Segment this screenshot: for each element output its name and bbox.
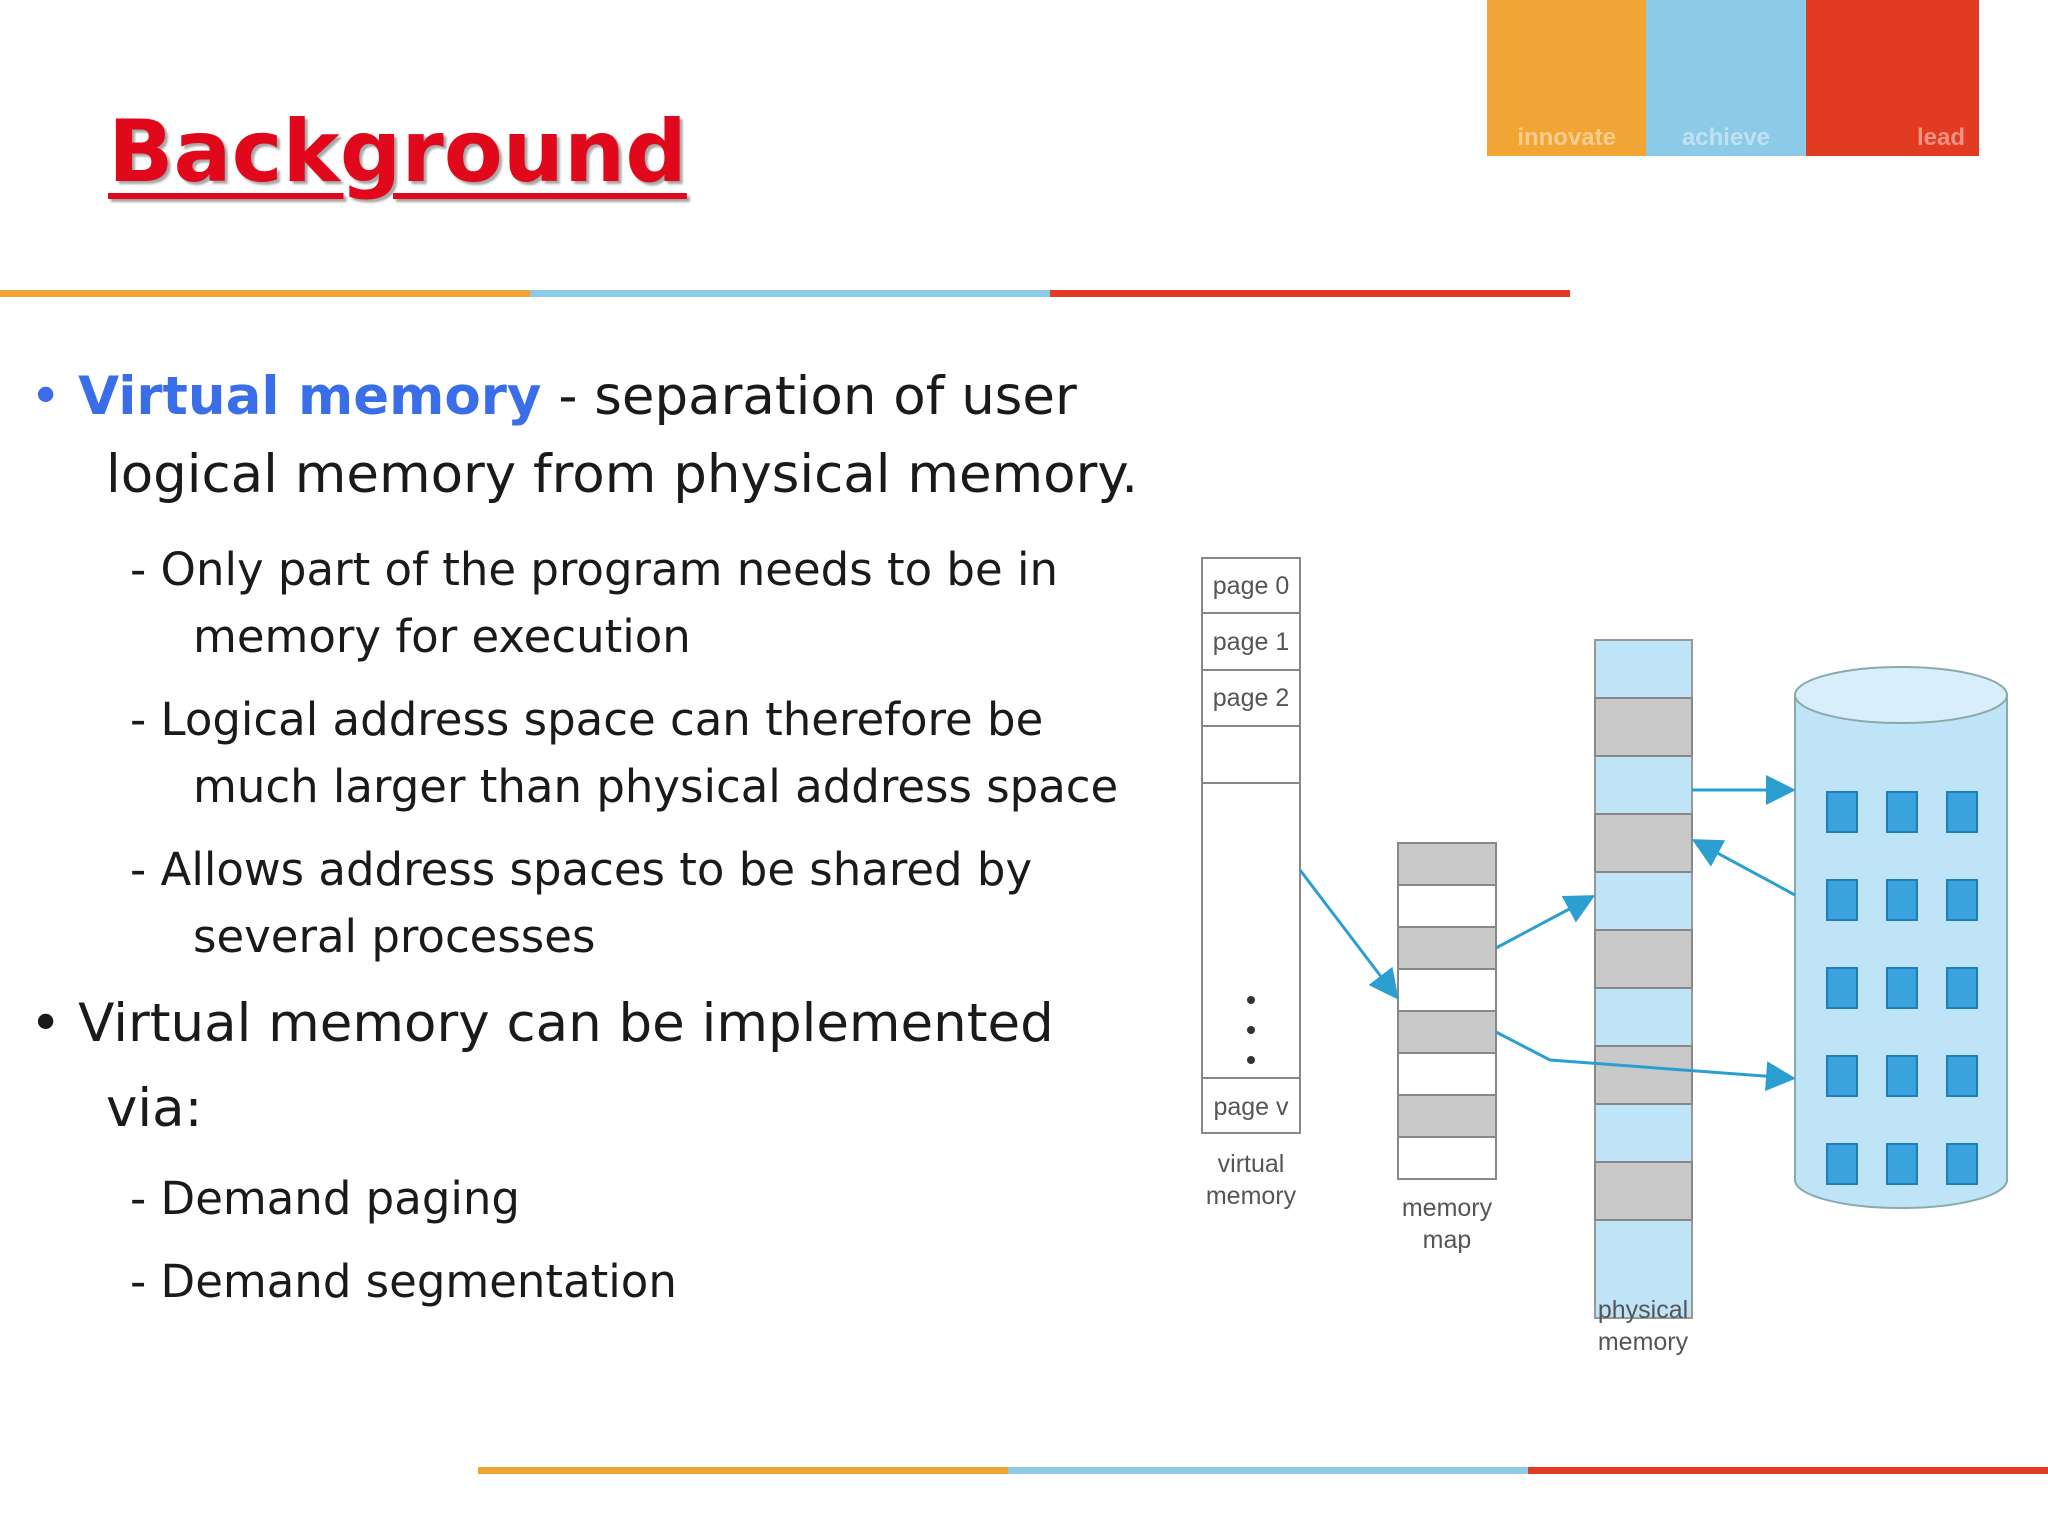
sub-item-4-line-1: Demand paging: [160, 1172, 520, 1225]
sub-item-1: - Only part of the program needs to be i…: [130, 536, 1058, 603]
bullet-dot: •: [30, 366, 62, 427]
bottom-divider-red: [1528, 1467, 2048, 1474]
bullet-2-text: Virtual memory can be implemented: [78, 993, 1054, 1054]
logo-word-achieve: achieve: [1681, 124, 1771, 151]
sub-item-5: - Demand segmentation: [130, 1248, 677, 1315]
bullet-1-highlight: Virtual memory: [78, 366, 542, 427]
sub-item-2-line-2: much larger than physical address space: [193, 760, 1119, 813]
virtual-memory-diagram: page 0 page 1 page 2 page v virtual memo…: [1190, 540, 2030, 1430]
sub-item-3: - Allows address spaces to be shared by: [130, 836, 1032, 903]
slide-title: Background: [108, 102, 687, 202]
physical-memory-label-1: physical: [1598, 1296, 1688, 1324]
sub-item-3-line-1: Allows address spaces to be shared by: [160, 843, 1033, 896]
bullet-1-line-1: • Virtual memory - separation of user: [30, 358, 1077, 436]
physical-memory-label-2: memory: [1598, 1328, 1689, 1356]
logo-block-red: lead: [1805, 0, 1979, 156]
virtual-memory-column: page 0 page 1 page 2 page v virtual memo…: [1201, 557, 1301, 1210]
bullet-1-text: - separation of user: [541, 366, 1077, 427]
page-1-label: page 1: [1213, 628, 1289, 656]
sub-item-1-line-1: Only part of the program needs to be in: [160, 543, 1058, 596]
page-v-label: page v: [1213, 1093, 1289, 1121]
divider-blue: [530, 290, 1050, 297]
bottom-divider-blue: [1008, 1467, 1528, 1474]
bottom-divider-orange: [478, 1467, 1008, 1474]
disk-storage-icon: [1794, 666, 2008, 1209]
brand-logo: innovate achieve lead: [1487, 0, 1979, 156]
diagram-svg: page 0 page 1 page 2 page v virtual memo…: [1201, 557, 2008, 1356]
physical-memory-column: physical memory: [1594, 639, 1693, 1356]
memory-map-label-1: memory: [1402, 1194, 1493, 1222]
bullet-dot: •: [30, 993, 62, 1054]
sub-item-2-line-1: Logical address space can therefore be: [160, 693, 1044, 746]
page-0-label: page 0: [1213, 572, 1289, 600]
divider-red: [1050, 290, 1570, 297]
memory-map-label-2: map: [1423, 1226, 1472, 1254]
bullet-2-line-2: via:: [106, 1078, 203, 1139]
logo-word-innovate: innovate: [1517, 124, 1616, 151]
sub-item-2: - Logical address space can therefore be: [130, 686, 1043, 753]
sub-dash: -: [130, 543, 161, 596]
logo-block-blue: achieve: [1646, 0, 1806, 156]
page-2-label: page 2: [1213, 684, 1289, 712]
sub-dash: -: [130, 1172, 161, 1225]
virtual-memory-label-2: memory: [1206, 1182, 1297, 1210]
mapping-arrows: [1298, 775, 1796, 1092]
bullet-2-line-1: • Virtual memory can be implemented: [30, 985, 1054, 1063]
virtual-memory-label-1: virtual: [1218, 1150, 1285, 1178]
logo-word-lead: lead: [1916, 124, 1965, 151]
sub-dash: -: [130, 1255, 161, 1308]
sub-item-4: - Demand paging: [130, 1165, 520, 1232]
logo-block-orange: innovate: [1487, 0, 1647, 156]
sub-item-5-line-1: Demand segmentation: [160, 1255, 677, 1308]
bullet-1-line-2: logical memory from physical memory.: [106, 444, 1139, 505]
divider-orange: [0, 290, 530, 297]
sub-dash: -: [130, 693, 161, 746]
sub-item-3-line-2: several processes: [193, 910, 596, 963]
sub-dash: -: [130, 843, 161, 896]
sub-item-1-line-2: memory for execution: [193, 610, 691, 663]
memory-map-column: memory map: [1397, 842, 1497, 1254]
